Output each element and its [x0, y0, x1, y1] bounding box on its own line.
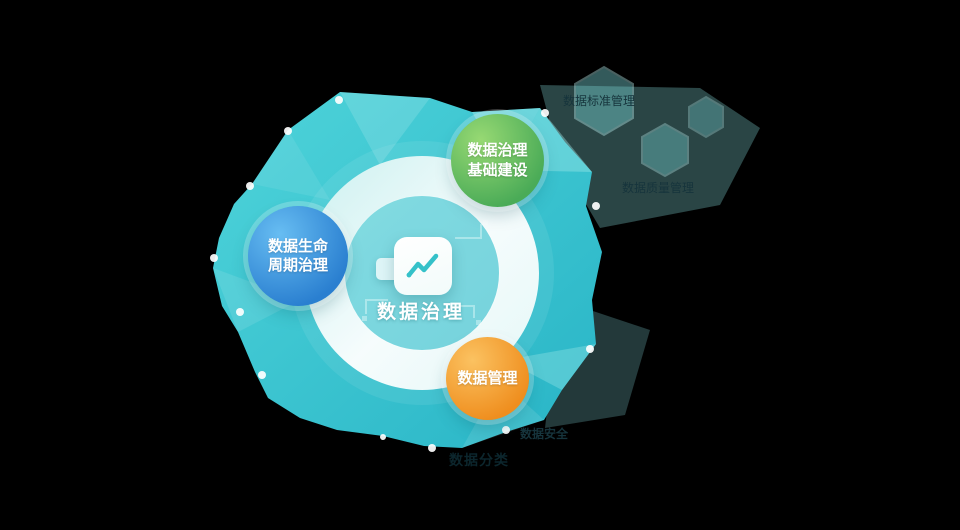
- circuit-traces: [362, 220, 488, 325]
- core-title: 数据治理: [376, 302, 465, 323]
- vertex-dot: [586, 345, 594, 353]
- node-label-line: 数据治理: [467, 142, 528, 159]
- facet-extension-top-right: [540, 85, 760, 228]
- vertex-dots: [210, 96, 600, 452]
- hexagon-decoration: [688, 95, 724, 139]
- label-data-security: 数据安全: [520, 427, 569, 441]
- node-data-management: 数据管理: [446, 337, 529, 420]
- vertex-dot: [258, 371, 266, 379]
- vertex-dot: [380, 434, 386, 440]
- vertex-dot: [428, 444, 436, 452]
- node-label-line: 周期治理: [267, 257, 328, 274]
- label-data-standard: 数据标准管理: [563, 94, 636, 108]
- node-label-line: 数据生命: [267, 237, 328, 255]
- node-data-lifecycle: 数据生命 周期治理: [248, 206, 348, 306]
- vertex-dot: [246, 182, 254, 190]
- node-label-line: 数据管理: [457, 369, 518, 387]
- vertex-dot: [502, 426, 510, 434]
- vertex-dot: [335, 96, 343, 104]
- node-data-infrastructure: 数据治理 基础建设: [451, 114, 544, 207]
- vertex-dot: [541, 109, 549, 117]
- vertex-dot: [592, 202, 600, 210]
- vertex-dot: [236, 308, 244, 316]
- trend-chart-icon: [406, 253, 439, 278]
- node-label-line: 基础建设: [467, 161, 528, 179]
- label-data-quality: 数据质量管理: [622, 181, 695, 195]
- vertex-dot: [284, 127, 292, 135]
- label-data-classification: 数据分类: [449, 452, 509, 468]
- vertex-dot: [210, 254, 218, 262]
- hexagon-decoration: [641, 122, 689, 178]
- hexagon-decoration: [574, 65, 634, 137]
- core-icon-card: [394, 237, 452, 295]
